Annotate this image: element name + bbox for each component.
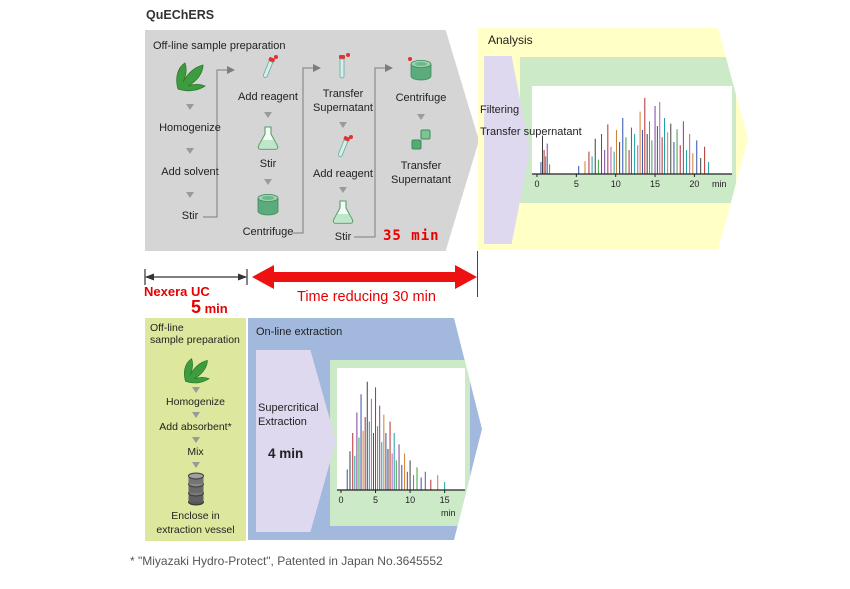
extraction-vessel-icon [187, 472, 204, 506]
vegetable-leaf-icon [176, 62, 206, 92]
time-reduction-arrow [252, 265, 477, 289]
svg-text:15: 15 [650, 179, 660, 189]
extraction-flow-arrow [256, 350, 336, 532]
nexera-time-span-arrow [144, 269, 248, 285]
centrifuge-icon [408, 57, 432, 81]
step-label: Add reagent [238, 91, 298, 103]
step-label: Add solvent [161, 165, 219, 178]
analysis-step-transfer: Transfer supernatant [480, 126, 582, 138]
step-label: Enclose in extraction vessel [156, 510, 235, 536]
analysis-title: Analysis [488, 33, 533, 47]
analysis-step-filtering: Filtering [480, 104, 520, 116]
svg-text:5: 5 [574, 179, 579, 189]
step-label: Transfer Supernatant [313, 88, 373, 114]
svg-text:min: min [441, 508, 456, 518]
nexera-time-label: 5 min [191, 297, 228, 318]
nexera-step-column: Homogenize Add absorbent* Mix Enclose in… [145, 356, 246, 537]
extraction-time-label: 4 min [268, 446, 304, 461]
centrifuge-icon [257, 193, 279, 215]
step-label: Stir [334, 231, 352, 244]
down-arrow-icon [186, 104, 194, 110]
down-arrow-icon [264, 111, 272, 118]
svg-text:20: 20 [689, 179, 699, 189]
timeline-divider-line [477, 251, 478, 297]
online-extraction-title: On-line extraction [256, 326, 343, 338]
offline-step-column-4: Centrifuge Transfer Supernatant [385, 56, 457, 187]
online-extraction-panel: On-line extraction 0 5 10 15 min Supercritic… [248, 318, 482, 540]
supercritical-extraction-label: Supercritical Extraction [258, 402, 319, 428]
down-arrow-icon [186, 191, 194, 198]
nexera-offline-title: Off-line sample preparation [150, 322, 240, 346]
offline-prep-title: Off-line sample preparation [153, 40, 286, 52]
step-label: Transfer Supernatant [391, 159, 451, 186]
time-reduction-label: Time reducing 30 min [297, 289, 436, 305]
test-tube-reagent-icon [263, 55, 278, 78]
down-arrow-icon [417, 113, 425, 120]
offline-step-column-2: Add reagent Stir Centrifuge [233, 54, 303, 239]
nexera-time-unit: min [201, 301, 228, 316]
quechers-title: QuEChERS [146, 8, 215, 22]
svg-text:10: 10 [611, 179, 621, 189]
analysis-panel: Analysis 0 5 10 15 20 min Filtering Transfer … [478, 28, 748, 250]
quechers-offline-panel: Off-line sample preparation Homogenize A… [145, 30, 479, 251]
nexera-offline-panel: Off-line sample preparation Homogenize A… [145, 318, 246, 541]
nexera-time-value: 5 [191, 297, 202, 317]
nexera-system-label: Nexera UC [144, 284, 210, 299]
chromatogram-top: 0 5 10 15 20 min [532, 86, 732, 200]
svg-text:min: min [712, 179, 727, 189]
down-arrow-icon [191, 462, 200, 469]
step-label: Stir [259, 157, 277, 170]
flask-stir-icon [332, 200, 354, 224]
offline-step-column-1: Homogenize Add solvent Stir [155, 60, 225, 223]
flask-stir-icon [257, 126, 279, 150]
step-label: Stir [181, 209, 199, 222]
step-label: Centrifuge [242, 225, 294, 238]
chromatogram-bottom: 0 5 10 15 min [337, 368, 465, 518]
chromatogram-backdrop-top: 0 5 10 15 20 min [520, 57, 736, 203]
sample-cubes-icon [411, 129, 431, 150]
quechers-time-label: 35 min [383, 228, 440, 244]
test-tube-transfer-icon [339, 53, 350, 79]
down-arrow-icon [339, 187, 347, 194]
test-tube-reagent-icon [338, 134, 353, 157]
step-label: Centrifuge [395, 92, 447, 104]
svg-text:10: 10 [405, 495, 415, 505]
svg-text:0: 0 [534, 179, 539, 189]
down-arrow-icon [191, 387, 200, 393]
step-label: Add absorbent* [159, 421, 232, 434]
svg-text:15: 15 [440, 495, 450, 505]
vegetable-leaf-icon [183, 358, 210, 384]
step-label: Homogenize [159, 122, 221, 134]
patent-footnote: * "Miyazaki Hydro-Protect", Patented in … [130, 554, 443, 568]
svg-text:5: 5 [373, 495, 378, 505]
down-arrow-icon [191, 437, 200, 444]
down-arrow-icon [191, 412, 200, 419]
down-arrow-icon [264, 178, 272, 185]
offline-step-column-3: Transfer Supernatant Add reagent Stir [308, 52, 378, 245]
svg-text:0: 0 [338, 495, 343, 505]
down-arrow-icon [339, 121, 347, 128]
down-arrow-icon [186, 147, 194, 154]
step-label: Homogenize [166, 396, 225, 408]
step-label: Mix [187, 446, 204, 459]
chromatogram-backdrop-bottom: 0 5 10 15 min [330, 360, 470, 526]
step-label: Add reagent [313, 167, 373, 180]
